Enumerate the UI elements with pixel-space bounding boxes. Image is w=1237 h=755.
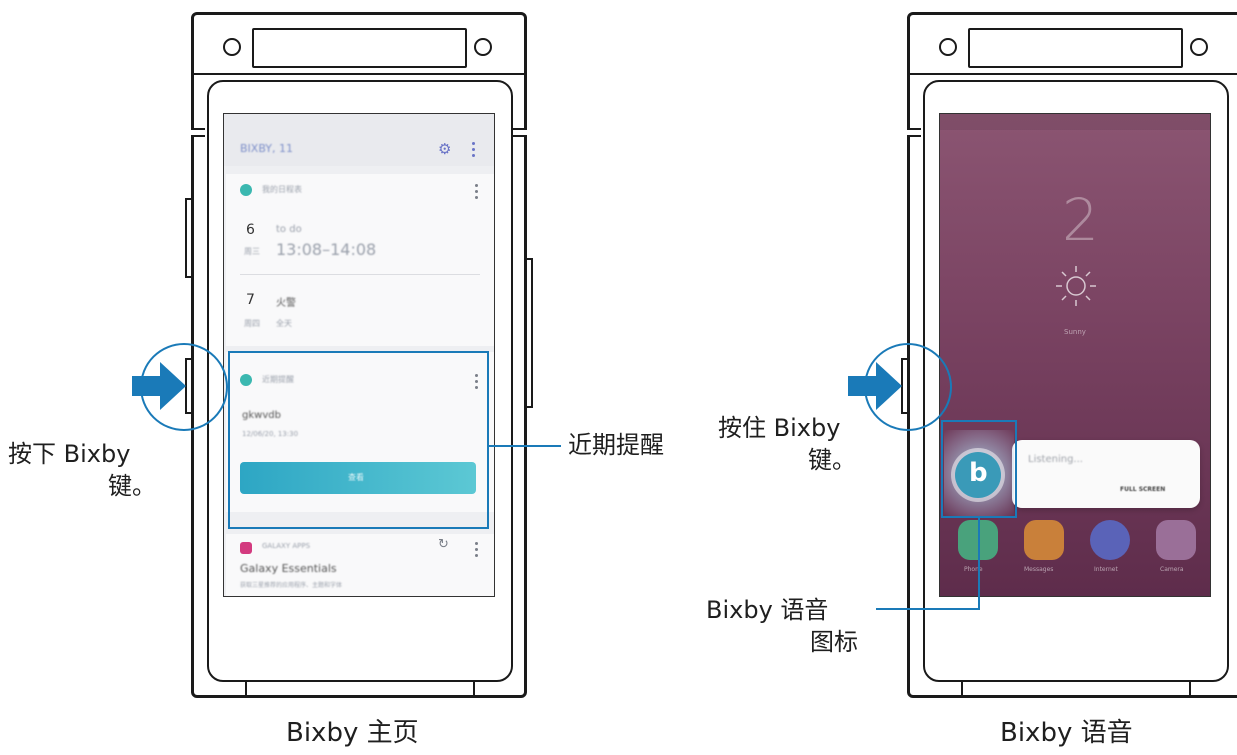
left-power-button[interactable] xyxy=(525,258,533,408)
more-options-icon[interactable] xyxy=(472,142,476,160)
full-screen-button[interactable]: FULL SCREEN xyxy=(1120,486,1166,493)
voice-icon-callout-vertical xyxy=(978,518,980,610)
right-bottom-bezel xyxy=(961,682,1191,698)
listening-popup: Listening... FULL SCREEN xyxy=(1012,440,1200,508)
event2-weekday: 周四 xyxy=(244,319,260,328)
hold-bixby-label-line2: 键。 xyxy=(808,446,856,474)
weather-label: Sunny xyxy=(1064,328,1086,336)
reminder-view-button[interactable]: 查看 xyxy=(240,462,476,494)
calendar-divider xyxy=(240,274,480,275)
event1-day: 6 xyxy=(246,222,255,238)
galaxy-apps-subtext: 获取三星推荐的应用程序、主题和字体 xyxy=(240,582,343,589)
reminder-card[interactable]: 近期提醒 gkwvdb 12/06/20, 13:30 查看 xyxy=(226,352,494,512)
reminder-item-time: 12/06/20, 13:30 xyxy=(242,430,299,438)
dock-internet-icon[interactable] xyxy=(1090,520,1130,560)
reminder-card-more-icon[interactable] xyxy=(475,374,479,392)
left-camera-icon xyxy=(223,38,241,56)
bixby-home-header: BIXBY, 11 ⚙ xyxy=(224,114,494,166)
left-hinge-right xyxy=(513,128,527,137)
clock-hour: 2 xyxy=(1062,186,1099,254)
right-phone-top-bezel xyxy=(910,15,1237,75)
bixby-b-glyph-icon: b xyxy=(969,458,988,488)
dock-label-camera: Camera xyxy=(1160,566,1184,573)
reminder-item-title: gkwvdb xyxy=(242,410,281,421)
left-press-arrow-icon xyxy=(132,362,186,414)
reminder-view-button-label: 查看 xyxy=(348,473,364,482)
reminder-card-title: 近期提醒 xyxy=(262,375,294,384)
calendar-card-title: 我的日程表 xyxy=(262,185,302,194)
recent-reminder-label: 近期提醒 xyxy=(568,431,664,459)
status-bar xyxy=(940,114,1210,130)
left-hinge-left xyxy=(191,128,205,137)
bixby-home-screen: BIXBY, 11 ⚙ 我的日程表 6 周三 to do 13:08–14:08… xyxy=(223,113,495,597)
event2-title: 火警 xyxy=(276,298,296,309)
calendar-card[interactable]: 我的日程表 6 周三 to do 13:08–14:08 7 周四 火警 全天 xyxy=(226,174,494,346)
bixby-home-title: BIXBY, 11 xyxy=(240,142,293,155)
settings-gear-icon[interactable]: ⚙ xyxy=(438,140,452,158)
reminder-app-icon xyxy=(240,374,252,386)
right-hinge-left xyxy=(907,128,921,137)
recent-reminder-callout-line xyxy=(489,445,561,447)
calendar-app-icon xyxy=(240,184,252,196)
dock-label-phone: Phone xyxy=(964,566,983,573)
galaxy-apps-icon xyxy=(240,542,252,554)
press-bixby-label-line1: 按下 Bixby xyxy=(8,440,131,468)
press-bixby-label-line2: 键。 xyxy=(108,472,156,500)
recent-reminder-highlight xyxy=(228,351,489,529)
right-speaker xyxy=(968,28,1183,68)
voice-icon-label-line1: Bixby 语音 xyxy=(706,596,829,624)
right-sensor-icon xyxy=(1190,38,1208,56)
left-phone-top-bezel xyxy=(194,15,524,75)
event1-time: 13:08–14:08 xyxy=(276,240,377,259)
bixby-voice-icon[interactable]: b xyxy=(955,452,1001,498)
event2-day: 7 xyxy=(246,292,255,308)
left-volume-button[interactable] xyxy=(185,198,193,278)
bixby-voice-caption: Bixby 语音 xyxy=(1000,718,1133,748)
left-speaker xyxy=(252,28,467,68)
dock-camera-icon[interactable] xyxy=(1156,520,1196,560)
galaxy-apps-more-icon[interactable] xyxy=(475,542,479,560)
dock-label-messages: Messages xyxy=(1024,566,1054,573)
bixby-home-caption: Bixby 主页 xyxy=(286,718,419,748)
event1-weekday: 周三 xyxy=(244,247,260,256)
bixby-voice-icon-highlight xyxy=(941,420,1017,518)
bixby-voice-screen: 2 Sunny Phone Messages Internet Camera xyxy=(939,113,1211,597)
dock-label-internet: Internet xyxy=(1094,566,1118,573)
galaxy-apps-title: GALAXY APPS xyxy=(262,542,311,550)
hold-bixby-label-line1: 按住 Bixby xyxy=(718,414,841,442)
voice-icon-callout-horizontal xyxy=(876,608,980,610)
weather-sun-icon xyxy=(1054,264,1098,312)
galaxy-apps-headline: Galaxy Essentials xyxy=(240,562,337,575)
voice-icon-label-line2: 图标 xyxy=(810,628,858,656)
event1-title: to do xyxy=(276,224,302,235)
listening-text: Listening... xyxy=(1028,454,1083,465)
galaxy-apps-refresh-icon[interactable]: ↻ xyxy=(438,537,449,552)
right-hold-arrow-icon xyxy=(848,362,902,414)
calendar-card-more-icon[interactable] xyxy=(475,184,479,202)
left-sensor-icon xyxy=(474,38,492,56)
right-camera-icon xyxy=(939,38,957,56)
left-bottom-bezel xyxy=(245,682,475,698)
galaxy-apps-card[interactable]: GALAXY APPS ↻ Galaxy Essentials 获取三星推荐的应… xyxy=(226,534,494,596)
dock-messages-icon[interactable] xyxy=(1024,520,1064,560)
event2-time: 全天 xyxy=(276,319,292,328)
